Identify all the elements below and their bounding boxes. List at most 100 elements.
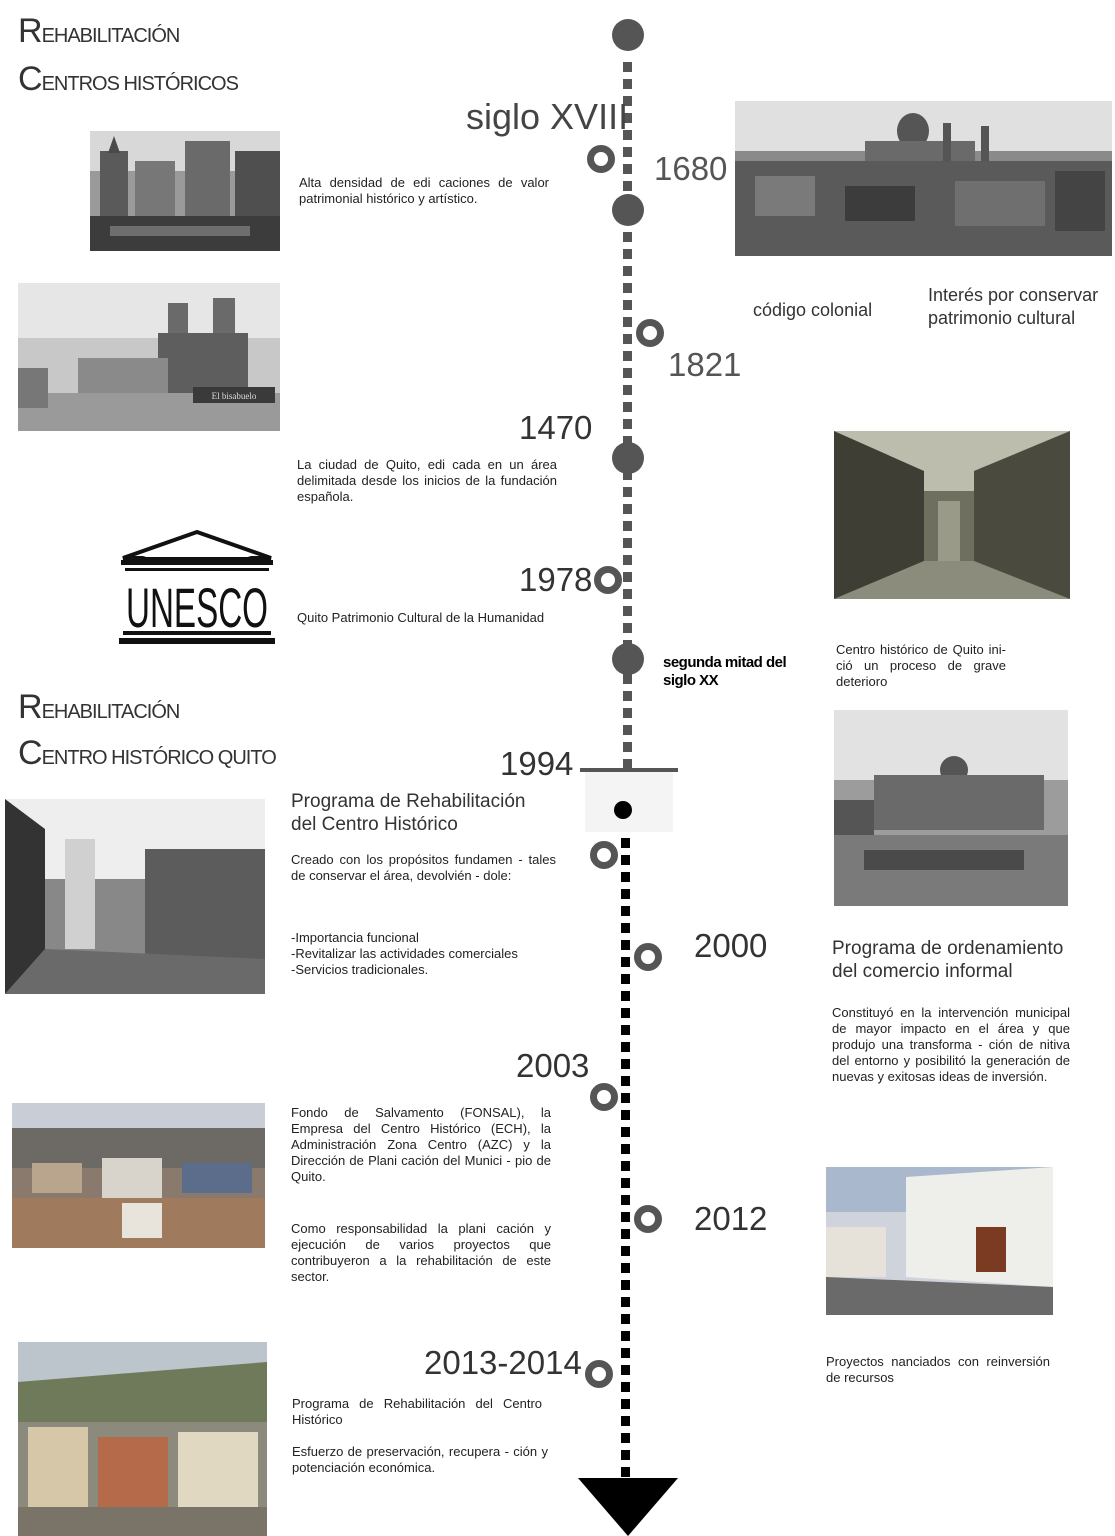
timeline-dash — [621, 940, 630, 950]
timeline-dash — [623, 674, 632, 684]
timeline-node-2013 — [585, 1360, 613, 1388]
timeline-dash — [623, 572, 632, 582]
timeline-dash — [623, 317, 632, 327]
timeline-dash — [621, 1212, 630, 1222]
timeline-node-2000 — [634, 943, 662, 971]
timeline-dash — [621, 1161, 630, 1171]
title-centros-historicos: CENTROS HISTÓRICOS — [18, 60, 239, 98]
timeline-dash — [621, 1467, 630, 1477]
timeline-dash — [623, 623, 632, 633]
timeline-dash — [623, 283, 632, 293]
text-deterioro: Centro histórico de Quito ini- ció un pr… — [836, 642, 1006, 689]
timeline-dash — [621, 1127, 630, 1137]
photo-plaza — [834, 710, 1068, 906]
timeline-dash — [621, 1042, 630, 1052]
timeline-dash — [623, 232, 632, 242]
timeline-dash — [623, 742, 632, 752]
timeline-arrow-icon — [578, 1478, 678, 1536]
photo-church: El bisabuelo — [18, 283, 280, 431]
label-1821: 1821 — [668, 346, 742, 383]
timeline-shade — [585, 772, 673, 832]
timeline-dash — [623, 164, 632, 174]
timeline-dash — [621, 838, 630, 848]
photo-aerial-quito — [12, 1103, 265, 1248]
timeline-dash — [621, 872, 630, 882]
timeline-dash — [623, 691, 632, 701]
timeline-dash — [623, 79, 632, 89]
timeline-node-2012 — [634, 1205, 662, 1233]
text-responsabilidad: Como responsabilidad la plani cación y e… — [291, 1221, 551, 1284]
timeline-dash — [621, 1365, 630, 1375]
timeline-dash — [623, 385, 632, 395]
timeline-dash — [621, 1076, 630, 1086]
bullet-item: -Servicios tradicionales. — [291, 962, 429, 977]
timeline-dash — [623, 402, 632, 412]
timeline-dash — [621, 1450, 630, 1460]
timeline-dash — [621, 1280, 630, 1290]
timeline-dash — [623, 555, 632, 565]
timeline-dash — [623, 521, 632, 531]
timeline-dash — [623, 334, 632, 344]
text-esfuerzo: Esfuerzo de preservación, recupera - ció… — [292, 1444, 548, 1475]
timeline-node-1821 — [636, 319, 664, 347]
timeline-dash — [621, 1195, 630, 1205]
timeline-dash — [621, 1059, 630, 1069]
label-1680: 1680 — [654, 150, 728, 187]
timeline-dash — [621, 1263, 630, 1273]
label-2013-2014: 2013-2014 — [424, 1344, 582, 1381]
timeline-dash — [623, 504, 632, 514]
timeline-dash — [621, 1297, 630, 1307]
title-rehabilitacion-2: REHABILITACIÓN — [18, 688, 180, 726]
timeline-dash — [621, 1416, 630, 1426]
timeline-dash — [621, 1382, 630, 1392]
timeline-node-segunda-mitad — [612, 643, 644, 675]
bullet-item: -Importancia funcional — [291, 930, 419, 945]
timeline-dash — [621, 1229, 630, 1239]
timeline-dash — [623, 62, 632, 72]
bullet-list: -Importancia funcional -Revitalizar las … — [291, 930, 566, 978]
timeline-dash — [623, 419, 632, 429]
timeline-dash — [621, 1110, 630, 1120]
timeline-node-1978 — [594, 566, 622, 594]
label-2012: 2012 — [694, 1200, 768, 1237]
timeline-dash — [621, 1008, 630, 1018]
timeline-node-1470 — [612, 442, 644, 474]
timeline-node-1994 — [614, 801, 632, 819]
photo-caption-el-bisabuelo: El bisabuelo — [212, 391, 257, 401]
heading-programa-rehabilitacion: Programa de Rehabilitación del Centro Hi… — [291, 791, 526, 835]
timeline-1994-line — [580, 768, 678, 772]
timeline-dash — [621, 1144, 630, 1154]
label-codigo-colonial: código colonial — [753, 300, 873, 320]
unesco-wordmark: UNESCO — [126, 576, 268, 639]
text-proyectos: Proyectos nanciados con reinversión de r… — [826, 1354, 1050, 1385]
photo-street-market — [90, 131, 280, 251]
text-ordenamiento: Constituyó en la intervención municipal … — [832, 1005, 1070, 1084]
timeline-dash — [623, 113, 632, 123]
timeline-dash — [623, 351, 632, 361]
label-1470: 1470 — [519, 409, 593, 446]
photo-colonial-street — [834, 431, 1070, 599]
timeline-dash — [623, 266, 632, 276]
timeline-dash — [623, 436, 632, 446]
timeline-dash — [623, 147, 632, 157]
timeline-node-2003 — [590, 1083, 618, 1111]
timeline-dash — [623, 470, 632, 480]
timeline-dash — [621, 1331, 630, 1341]
photo-colorful-hill — [18, 1342, 267, 1536]
timeline-node-1680 — [612, 194, 644, 226]
timeline-dash — [621, 1093, 630, 1103]
timeline-dash — [621, 1399, 630, 1409]
timeline-dash — [623, 538, 632, 548]
label-segunda-mitad: segunda mitad del siglo XX — [663, 654, 787, 689]
timeline-dash — [623, 96, 632, 106]
text-fonsal: Fondo de Salvamento (FONSAL), la Empresa… — [291, 1105, 551, 1184]
timeline-dash — [623, 487, 632, 497]
timeline-dash — [621, 855, 630, 865]
timeline-dash — [623, 300, 632, 310]
timeline-dash — [621, 906, 630, 916]
timeline-node-siglo-xviii — [587, 145, 615, 173]
timeline-dash — [621, 889, 630, 899]
timeline-dash — [621, 923, 630, 933]
timeline-dash — [623, 708, 632, 718]
timeline-dash — [621, 1348, 630, 1358]
